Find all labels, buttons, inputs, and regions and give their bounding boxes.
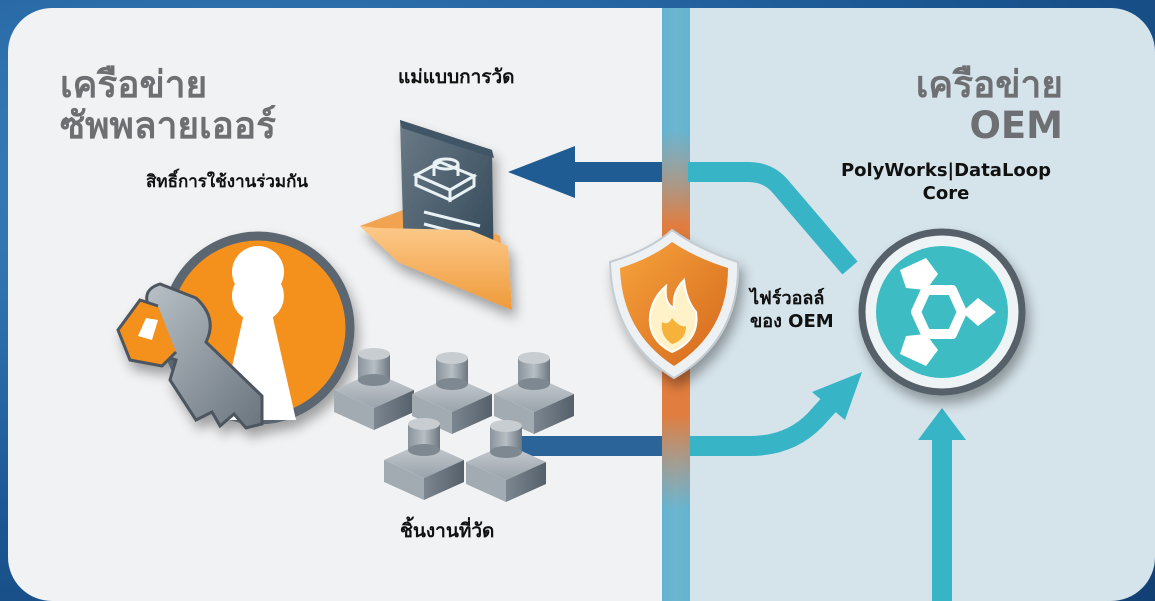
measured-part-icon [466,420,546,502]
oem-firewall-label-line1: ไฟร์วอลล์ [750,288,825,309]
measured-part-icon [412,352,492,434]
supplier-network-title-line1: เครือข่าย [60,63,208,106]
core-label-line1: PolyWorks|DataLoop [840,160,1052,181]
dataloop-core-icon [858,228,1026,396]
core-label: PolyWorks|DataLoop Core [826,160,1066,205]
measured-part-icon [384,418,464,500]
shared-usage-rights-label: สิทธิ์การใช้งานร่วมกัน [146,172,309,192]
oem-firewall-label-line2: ของ OEM [750,310,834,332]
measured-parts-label: ชิ้นงานที่วัด [400,520,495,542]
oem-network-title-line2: OEM [969,104,1063,148]
external-upload-arrow [918,408,966,601]
shield-flame-icon [608,228,740,380]
core-label-line2: Core [922,182,970,204]
supplier-network-title: เครือข่าย ซัพพลายเออร์ [60,64,276,147]
template-document-icon [360,120,512,310]
measured-part-icon [494,352,574,434]
measured-part-icon [334,348,414,430]
supplier-network-title-line2: ซัพพลายเออร์ [60,104,276,148]
measured-parts-group [334,348,574,502]
measurement-template-label: แม่แบบการวัด [398,66,515,88]
oem-network-title: เครือข่าย OEM [916,64,1063,147]
template-transfer-arrow [508,146,858,275]
oem-network-title-line1: เครือข่าย [915,63,1063,106]
oem-firewall-label: ไฟร์วอลล์ ของ OEM [750,288,834,333]
key-lock-icon [116,231,355,430]
parts-upload-arrow [520,372,862,456]
